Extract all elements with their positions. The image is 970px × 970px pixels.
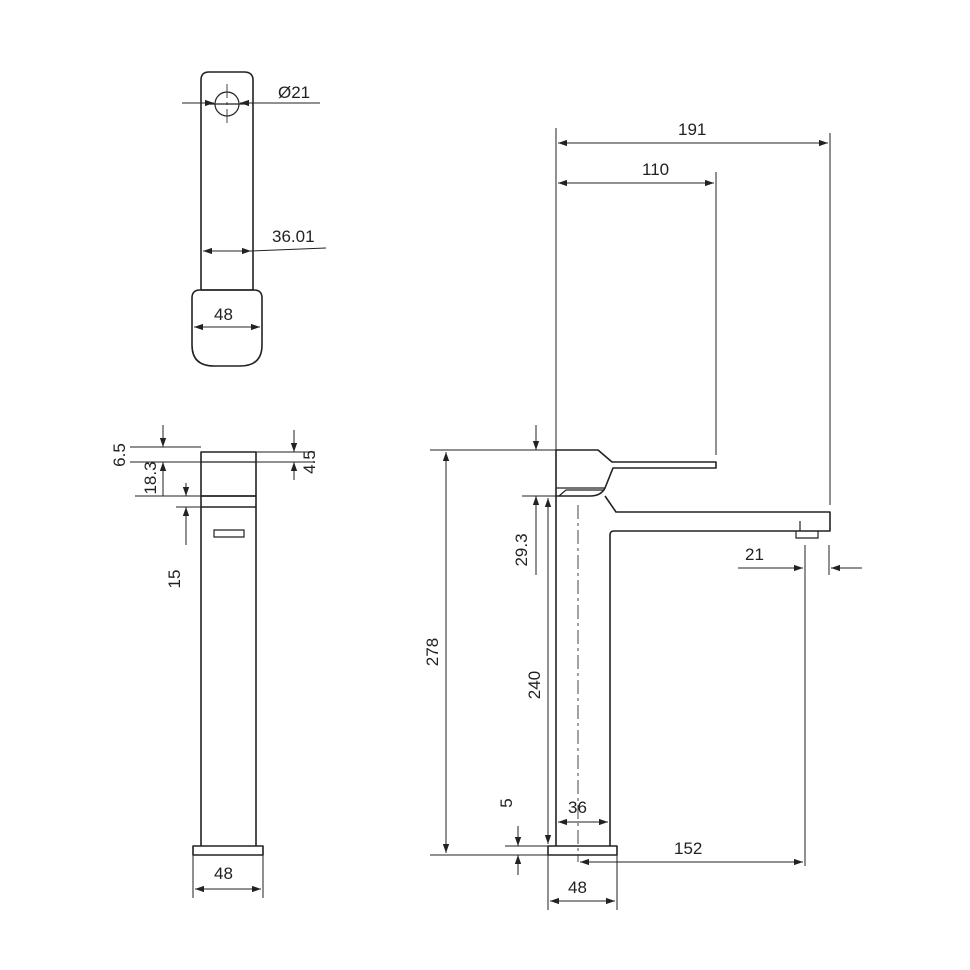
front-view-ring — [200, 495, 257, 508]
front-view-aerator — [213, 529, 245, 538]
top-view: Ø21 36.01 48 — [182, 71, 327, 367]
side-view-handle — [555, 449, 717, 497]
side-view-body — [555, 495, 831, 846]
label-top-base-width: 48 — [214, 305, 233, 324]
label-top-gap: 4.5 — [300, 450, 319, 474]
label-outlet-height: 240 — [525, 671, 544, 699]
label-front-base-width: 48 — [214, 864, 233, 883]
front-view: 6.5 18.3 15 4.5 48 — [110, 425, 319, 898]
front-view-handle — [200, 451, 257, 497]
label-side-base-width: 48 — [568, 878, 587, 897]
label-ring-height: 15 — [165, 570, 184, 589]
side-view: 191 110 21 278 29.3 240 5 36 152 — [423, 120, 862, 910]
top-view-lever — [200, 71, 254, 291]
label-lever-width: 36.01 — [272, 227, 315, 246]
label-handle-reach: 110 — [642, 160, 669, 179]
label-body-width: 36 — [568, 798, 587, 817]
label-spout-offset: 29.3 — [512, 533, 531, 566]
label-outlet-diameter: 21 — [745, 545, 764, 564]
label-overall-depth: 191 — [678, 120, 706, 139]
side-view-base-plate — [547, 845, 618, 856]
top-view-base — [191, 289, 263, 367]
side-view-aerator — [795, 531, 819, 539]
label-spout-reach: 152 — [674, 839, 702, 858]
label-handle-height: 18.3 — [141, 461, 160, 494]
label-overall-height: 278 — [423, 638, 442, 666]
label-cap: 6.5 — [110, 443, 129, 467]
front-view-base-plate — [192, 845, 264, 856]
label-hole-diameter: Ø21 — [278, 83, 310, 102]
label-plate-height: 5 — [497, 798, 516, 807]
